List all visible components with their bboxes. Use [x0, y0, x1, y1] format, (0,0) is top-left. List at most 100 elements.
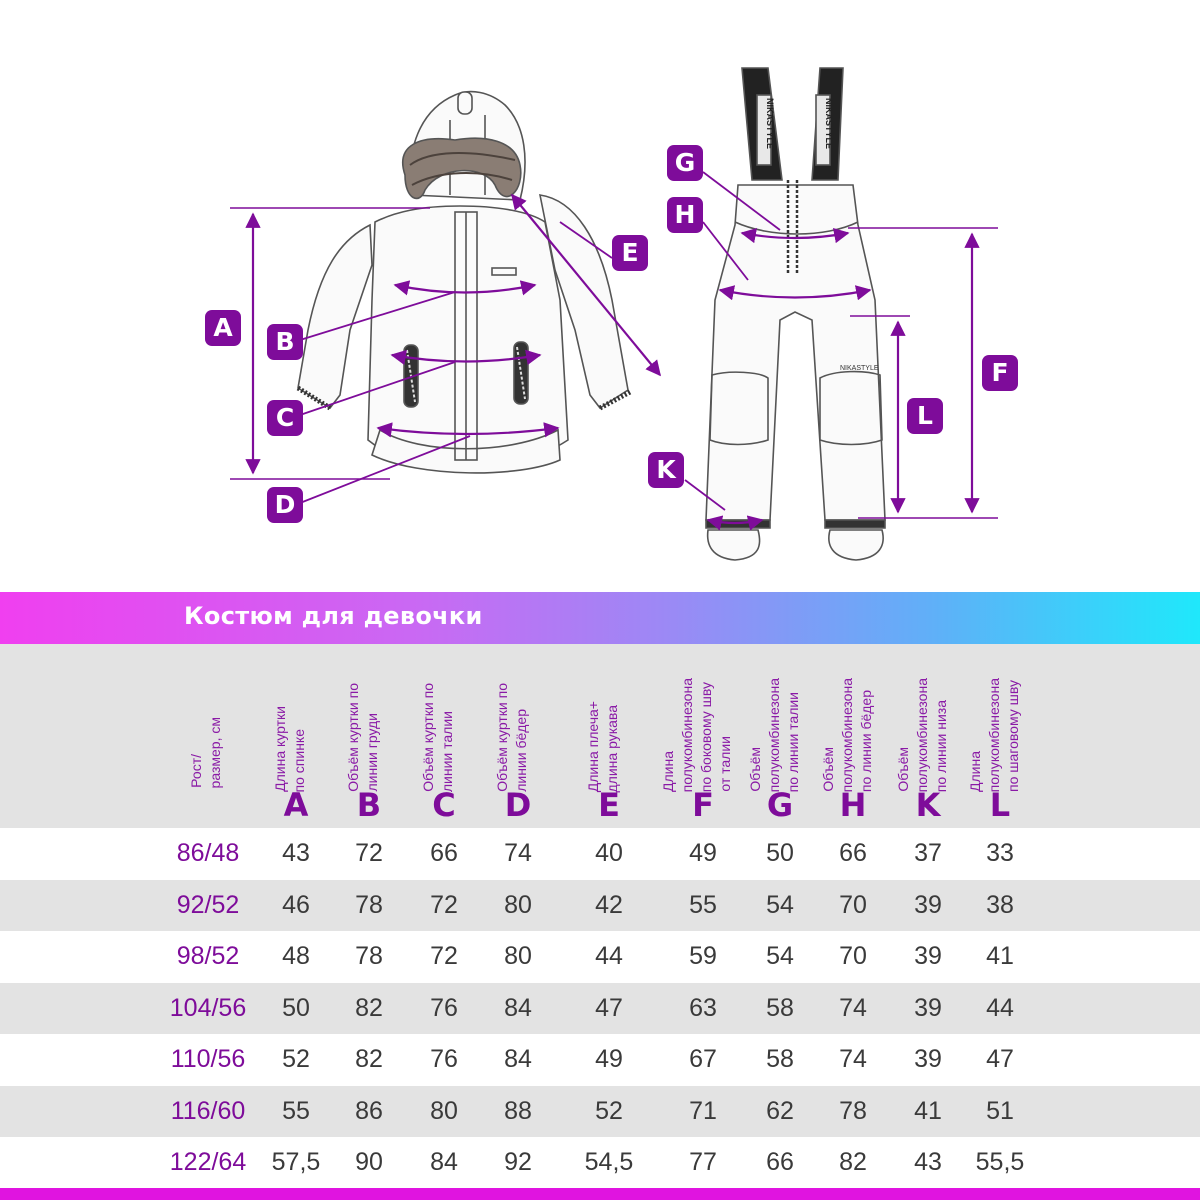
callout-g: G [667, 145, 703, 181]
value-cell: 41 [986, 942, 1014, 970]
jacket-drawing [296, 90, 632, 474]
header-desc-line: от талии [717, 736, 733, 792]
header-size: Рост/размер, см [183, 644, 233, 828]
value-cell: 63 [689, 993, 717, 1022]
header-desc-line: по линии талии [784, 691, 801, 792]
callout-l: L [907, 398, 943, 434]
value-cell: 54,5 [584, 1148, 634, 1176]
value-cell: 74 [839, 1045, 867, 1073]
value-cell: 70 [839, 942, 867, 970]
header-desc-line: Объём куртки по [494, 683, 510, 792]
chart-title: Костюм для девочки [184, 602, 483, 630]
fur-trim [402, 137, 522, 200]
value-cell: 67 [689, 1045, 717, 1073]
header-desc-line: полукомбинезона [838, 677, 855, 792]
size-cell: 104/56 [169, 993, 247, 1022]
header-letter: F [692, 786, 714, 824]
size-cell: 86/48 [176, 839, 240, 867]
header-desc-line: Объём куртки по [420, 683, 436, 792]
header-letter: H [839, 786, 867, 824]
header-desc-line: Объём куртки по [345, 683, 361, 792]
header-desc-line: по линии низа [932, 699, 949, 792]
header-desc-line: по спинке [291, 728, 307, 792]
value-cell: 80 [504, 942, 532, 970]
value-cell: 86 [355, 1096, 383, 1125]
header-desc-line: полукомбинезона [765, 677, 782, 792]
header-letter: C [432, 786, 456, 824]
jacket-measurements [230, 193, 661, 504]
value-cell: 39 [914, 993, 942, 1022]
callout-b: B [267, 324, 303, 360]
header-size-text: размер, см [207, 716, 223, 788]
value-cell: 70 [839, 890, 867, 919]
value-cell: 48 [282, 942, 310, 970]
strap-brand-right: NIKASTYLE [824, 98, 834, 149]
value-cell: 52 [282, 1045, 310, 1073]
value-cell: 66 [766, 1148, 794, 1176]
header-desc-line: линии талии [439, 710, 455, 792]
value-cell: 39 [914, 942, 942, 970]
value-cell: 92 [504, 1148, 532, 1176]
value-cell: 43 [914, 1148, 942, 1176]
value-cell: 72 [355, 839, 383, 867]
value-cell: 44 [595, 942, 623, 970]
value-cell: 76 [430, 1045, 458, 1073]
value-cell: 74 [504, 839, 532, 867]
value-cell: 58 [766, 993, 794, 1022]
value-cell: 84 [504, 993, 532, 1022]
value-cell: 72 [430, 890, 458, 919]
value-cell: 50 [282, 993, 310, 1022]
value-cell: 33 [986, 839, 1014, 867]
title-banner: Костюм для девочки [0, 592, 1200, 644]
value-cell: 80 [430, 1096, 458, 1125]
header-desc-line: длина рукава [604, 704, 620, 792]
overalls-measurements [684, 171, 998, 531]
value-cell: 62 [766, 1096, 794, 1125]
header-size-text: Рост/ [188, 754, 204, 788]
value-cell: 78 [355, 942, 383, 970]
value-cell: 58 [766, 1045, 794, 1073]
value-cell: 88 [504, 1096, 532, 1125]
header-desc-line: Длина куртки [272, 706, 288, 792]
header-letter: L [989, 786, 1011, 824]
callout-c: C [267, 400, 303, 436]
value-cell: 38 [986, 890, 1014, 919]
garment-illustration: NIKASTYLE NIKASTYLE NIKASTYLE [230, 67, 998, 561]
callout-a: A [205, 310, 241, 346]
header-letter: K [915, 786, 941, 824]
value-cell: 84 [504, 1045, 532, 1073]
value-cell: 50 [766, 839, 794, 867]
value-cell: 47 [595, 993, 623, 1022]
value-cell: 84 [430, 1148, 458, 1176]
value-cell: 80 [504, 890, 532, 919]
header-letter: D [504, 786, 532, 824]
value-cell: 66 [430, 839, 458, 867]
value-cell: 82 [839, 1148, 867, 1176]
size-cell: 98/52 [176, 942, 240, 970]
header-desc-line: линии бёдер [513, 709, 529, 792]
header-desc-line: линии груди [364, 713, 380, 792]
value-cell: 82 [355, 1045, 383, 1073]
header-letter: E [598, 786, 620, 824]
callout-e: E [612, 235, 648, 271]
value-cell: 90 [355, 1148, 383, 1176]
value-cell: 37 [914, 839, 942, 867]
header-letter: B [356, 786, 382, 824]
callout-k: K [648, 452, 684, 488]
value-cell: 42 [595, 890, 623, 919]
value-cell: 82 [355, 993, 383, 1022]
